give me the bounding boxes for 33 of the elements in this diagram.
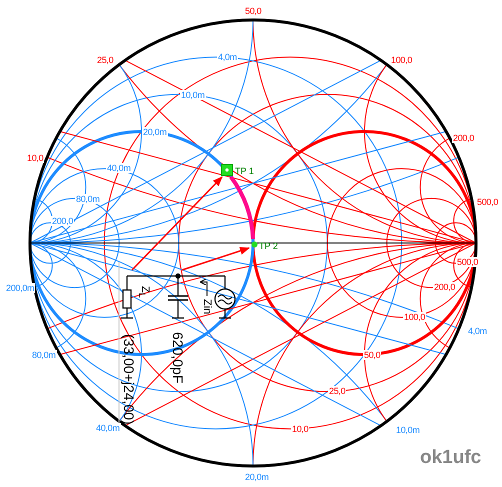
capacitance-value: 620,0pF [170, 332, 186, 384]
scale-label: 50,0 [363, 350, 382, 360]
scale-label: 20,0m [244, 472, 270, 482]
point-label: TP 2 [259, 241, 278, 251]
arrow [182, 247, 250, 271]
scale-label: 10,0 [291, 424, 310, 434]
scale-label: 40,0m [95, 423, 121, 433]
scale-label: 500,0 [476, 197, 500, 207]
scale-label: 4,0m [467, 326, 488, 336]
path-arc [229, 176, 255, 240]
scale-label: 200,0 [433, 282, 456, 292]
scale-label: 40,0m [106, 163, 132, 173]
scale-label: 10,0 [26, 153, 44, 163]
impedance-value: (33,00+j24,00) [121, 334, 137, 425]
scale-label: 25,0 [96, 55, 114, 65]
scale-label: 200,0 [452, 133, 476, 143]
scale-label: 25,0 [328, 386, 346, 396]
scale-label: 100,0 [390, 55, 414, 65]
port-label: Zin [201, 299, 213, 314]
scale-label: 10,0m [395, 425, 421, 435]
point-label: TP 1 [235, 166, 254, 176]
scale-label: 80,0m [75, 194, 101, 204]
arrow [131, 176, 223, 271]
scale-label: 50,0 [244, 6, 262, 16]
scale-label: 10,0m [180, 90, 206, 100]
scale-label: 20,0m [142, 127, 168, 137]
scale-label: 500,0 [456, 257, 480, 267]
scale-label: 200,0m [5, 283, 36, 293]
signature-text: ok1ufc [420, 447, 482, 469]
scale-label: 100,0 [403, 312, 426, 322]
scale-label: 80,0m [31, 350, 57, 360]
scale-label: 200,0 [51, 216, 74, 226]
scale-label: 4,0m [217, 52, 238, 62]
